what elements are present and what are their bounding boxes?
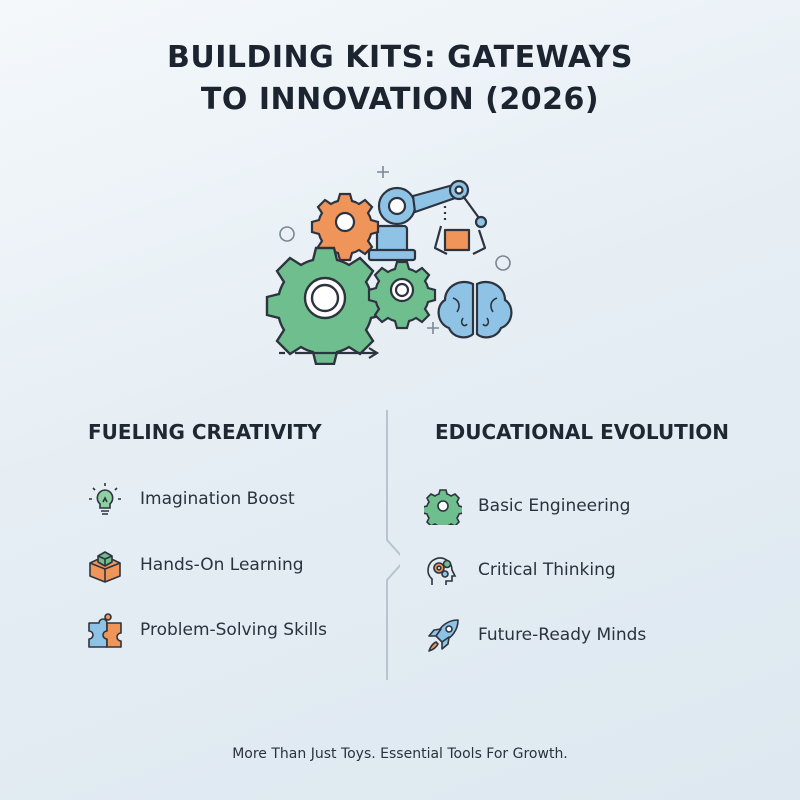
medium-green-gear-icon bbox=[367, 260, 437, 330]
item-label: Imagination Boost bbox=[140, 489, 295, 509]
column-divider bbox=[386, 410, 400, 680]
list-item-future-ready-minds: Future-Ready Minds bbox=[424, 616, 646, 654]
puzzle-icon bbox=[88, 613, 122, 648]
list-item-hands-on-learning: Hands-On Learning bbox=[86, 546, 304, 584]
left-column-heading: FUELING CREATIVITY bbox=[88, 420, 322, 444]
list-item-basic-engineering: Basic Engineering bbox=[424, 487, 630, 525]
rocket-icon bbox=[428, 619, 459, 652]
list-item-critical-thinking: Critical Thinking bbox=[424, 551, 616, 589]
item-label: Problem-Solving Skills bbox=[140, 620, 327, 640]
sparkle-circle-icon bbox=[495, 255, 511, 271]
list-item-problem-solving-skills: Problem-Solving Skills bbox=[86, 611, 327, 649]
list-item-imagination-boost: Imagination Boost bbox=[86, 480, 295, 518]
footer-tagline: More Than Just Toys. Essential Tools For… bbox=[232, 746, 568, 762]
page-title-line-2: TO INNOVATION (2026) bbox=[200, 82, 600, 117]
sparkle-circle-icon bbox=[279, 226, 295, 242]
page-title-line-1: BUILDING KITS: GATEWAYS bbox=[166, 40, 634, 75]
sparkle-plus-icon bbox=[377, 166, 439, 334]
item-label: Future-Ready Minds bbox=[478, 625, 647, 645]
lightbulb-icon bbox=[89, 483, 121, 515]
blocks-icon bbox=[89, 551, 121, 583]
robotic-arm-icon bbox=[367, 179, 488, 262]
gear-icon bbox=[424, 489, 462, 525]
large-green-gear-icon bbox=[265, 246, 385, 365]
hero-illustration bbox=[265, 166, 513, 365]
orange-gear-icon bbox=[310, 192, 380, 262]
item-label: Basic Engineering bbox=[478, 496, 631, 516]
progress-arrow-icon bbox=[279, 347, 380, 359]
item-label: Critical Thinking bbox=[478, 560, 616, 580]
right-column-heading: EDUCATIONAL EVOLUTION bbox=[435, 420, 730, 444]
brain-icon bbox=[437, 280, 513, 339]
item-label: Hands-On Learning bbox=[140, 555, 304, 575]
head-gears-icon bbox=[427, 557, 457, 585]
